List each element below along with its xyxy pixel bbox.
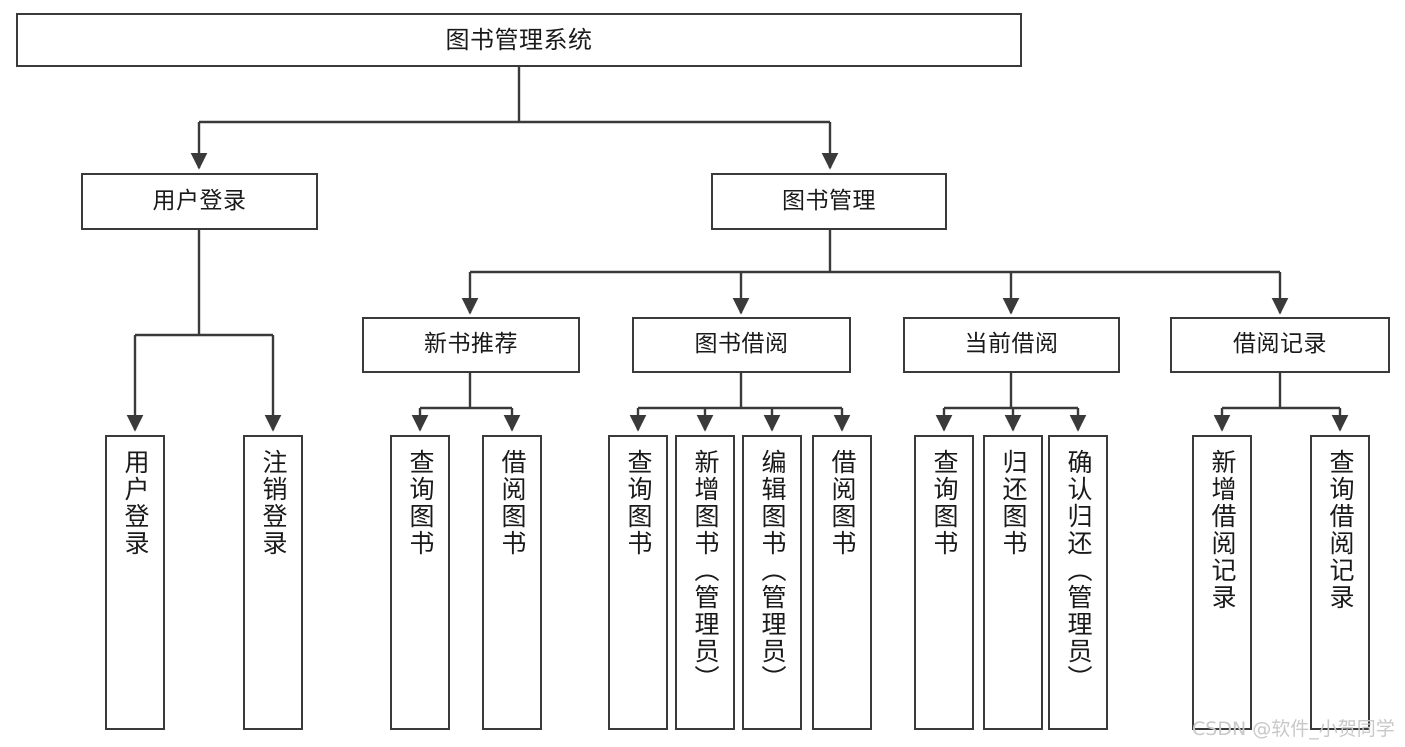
node-label: 图书管理 bbox=[782, 187, 876, 214]
node-leaf-borrow-record-query[interactable]: 查询借阅记录 bbox=[1310, 435, 1370, 730]
node-root-book-management-system[interactable]: 图书管理系统 bbox=[16, 13, 1022, 67]
node-leaf-user-login-login[interactable]: 用户登录 bbox=[105, 435, 165, 730]
node-label: 借阅记录 bbox=[1233, 331, 1327, 358]
node-label: 查询图书 bbox=[930, 449, 959, 557]
node-label: 注销登录 bbox=[259, 449, 288, 557]
node-label: 新书推荐 bbox=[424, 331, 518, 358]
node-leaf-current-borrow-query[interactable]: 查询图书 bbox=[914, 435, 974, 730]
node-leaf-user-login-logout[interactable]: 注销登录 bbox=[243, 435, 303, 730]
node-label: 用户登录 bbox=[121, 449, 150, 557]
node-leaf-borrow-record-add[interactable]: 新增借阅记录 bbox=[1192, 435, 1252, 730]
node-leaf-new-book-borrow[interactable]: 借阅图书 bbox=[482, 435, 542, 730]
node-label: 新增借阅记录 bbox=[1208, 449, 1237, 611]
node-leaf-book-borrow-edit-admin[interactable]: 编辑图书（管理员） bbox=[742, 435, 802, 730]
node-label: 归还图书 bbox=[999, 449, 1028, 557]
node-book-management[interactable]: 图书管理 bbox=[711, 173, 947, 230]
node-borrow-record[interactable]: 借阅记录 bbox=[1170, 317, 1390, 373]
node-user-login[interactable]: 用户登录 bbox=[81, 173, 318, 230]
node-leaf-current-borrow-return[interactable]: 归还图书 bbox=[983, 435, 1043, 730]
node-label: 图书管理系统 bbox=[445, 25, 593, 54]
node-book-borrow[interactable]: 图书借阅 bbox=[632, 317, 851, 373]
node-label: 图书借阅 bbox=[694, 331, 789, 358]
node-current-borrow[interactable]: 当前借阅 bbox=[903, 317, 1120, 373]
node-leaf-current-borrow-confirm-admin[interactable]: 确认归还（管理员） bbox=[1048, 435, 1108, 730]
node-label: 编辑图书（管理员） bbox=[758, 449, 787, 692]
node-label: 借阅图书 bbox=[498, 449, 527, 557]
node-leaf-book-borrow-borrow[interactable]: 借阅图书 bbox=[812, 435, 872, 730]
node-label: 当前借阅 bbox=[964, 331, 1059, 358]
node-label: 借阅图书 bbox=[828, 449, 857, 557]
node-label: 新增图书（管理员） bbox=[691, 449, 720, 692]
node-label: 确认归还（管理员） bbox=[1064, 449, 1093, 692]
node-leaf-new-book-query[interactable]: 查询图书 bbox=[390, 435, 450, 730]
node-label: 查询图书 bbox=[624, 449, 653, 557]
node-leaf-book-borrow-query[interactable]: 查询图书 bbox=[608, 435, 668, 730]
node-leaf-book-borrow-add-admin[interactable]: 新增图书（管理员） bbox=[675, 435, 735, 730]
node-label: 用户登录 bbox=[152, 187, 247, 214]
csdn-watermark: CSDN @软件_小贺同学 bbox=[1192, 718, 1395, 740]
node-label: 查询借阅记录 bbox=[1326, 449, 1355, 611]
node-label: 查询图书 bbox=[406, 449, 435, 557]
node-new-book-recommend[interactable]: 新书推荐 bbox=[362, 317, 580, 373]
